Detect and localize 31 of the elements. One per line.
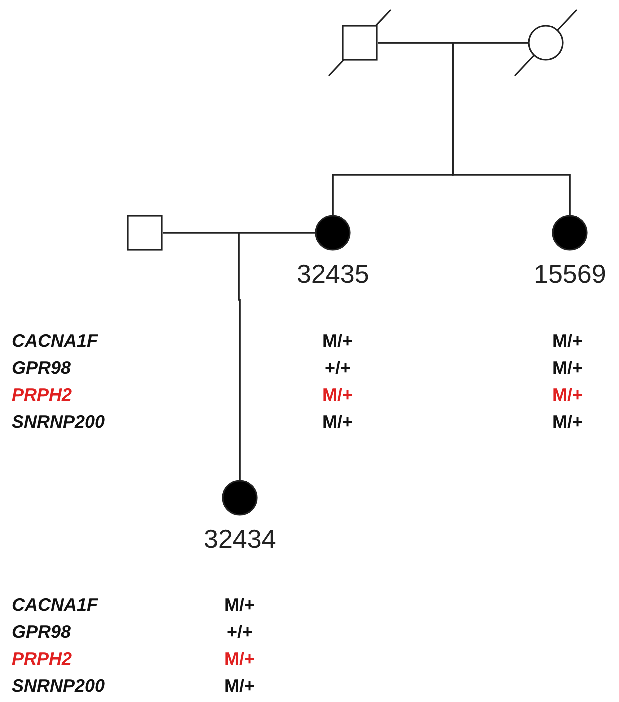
affected-female-circle — [222, 480, 258, 516]
genotype: M/+ — [552, 357, 584, 379]
genotype: +/+ — [325, 357, 352, 379]
genotype: M/+ — [552, 384, 584, 406]
affected-female-circle — [315, 215, 351, 251]
genotype: M/+ — [552, 330, 584, 352]
gene-name: GPR98 — [12, 357, 72, 379]
individual-id: 32435 — [297, 259, 370, 289]
genotype: M/+ — [322, 384, 354, 406]
pedigree-line — [452, 42, 571, 215]
pedigree-line — [238, 232, 315, 480]
genotype: M/+ — [552, 411, 584, 433]
gene-name: GPR98 — [12, 621, 72, 643]
deceased-male-square — [342, 25, 378, 61]
unaffected-male-square — [127, 215, 163, 251]
gene-name: SNRNP200 — [12, 675, 106, 697]
deceased-female-circle — [528, 25, 564, 61]
genotype: M/+ — [224, 648, 256, 670]
genotype: +/+ — [227, 621, 254, 643]
gene-name: SNRNP200 — [12, 411, 106, 433]
genotype: M/+ — [322, 411, 354, 433]
genotype: M/+ — [322, 330, 354, 352]
individual-id: 32434 — [204, 524, 276, 554]
genotype: M/+ — [224, 594, 256, 616]
genotype: M/+ — [224, 675, 256, 697]
gene-name: PRPH2 — [12, 384, 72, 406]
affected-female-circle — [552, 215, 588, 251]
individual-id: 15569 — [534, 259, 606, 289]
gene-name: CACNA1F — [12, 330, 98, 352]
gene-name: CACNA1F — [12, 594, 98, 616]
gene-name: PRPH2 — [12, 648, 72, 670]
